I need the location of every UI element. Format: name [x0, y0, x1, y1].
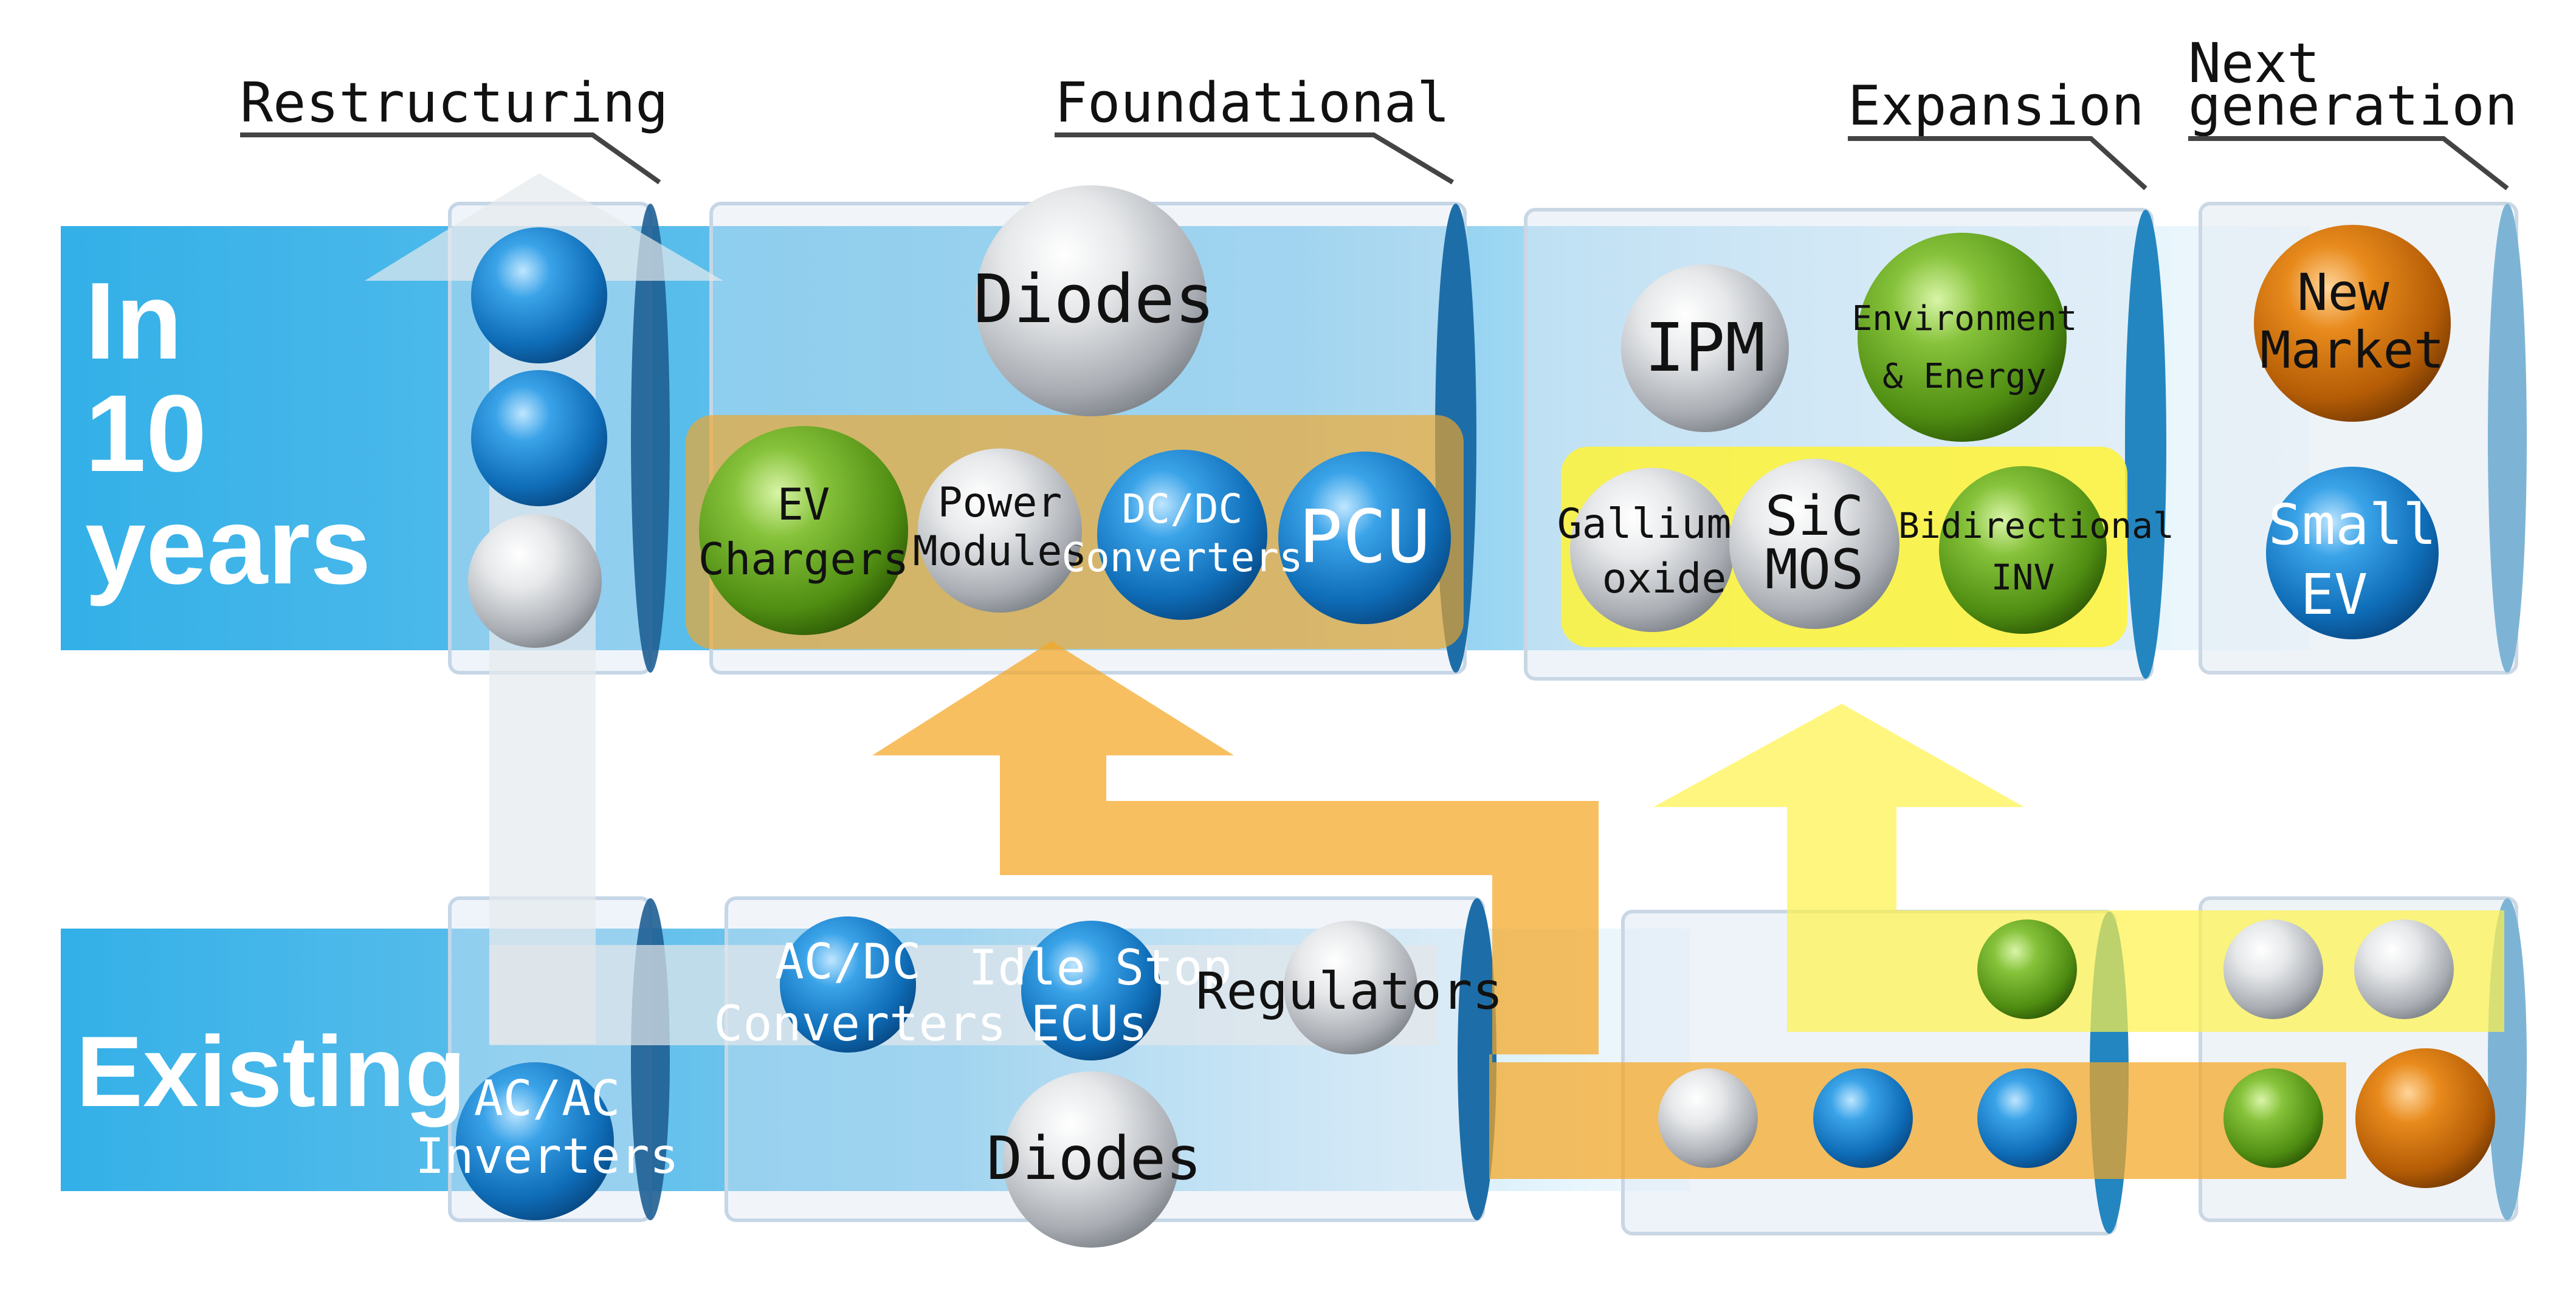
next-gen-silver-sphere-2: [2354, 919, 2454, 1019]
dcdc-converters-sphere: [1097, 450, 1267, 620]
ev-chargers-label-line-1: EV: [777, 479, 830, 530]
diodes-top-sphere: [976, 185, 1207, 416]
idle-stop-ecus-label-line-2: ECUs: [1031, 995, 1148, 1052]
next-gen-silver-sphere-1: [2223, 919, 2323, 1019]
power-modules-label-line-2: Modules: [913, 527, 1087, 575]
idle-stop-ecus-label-line-1: Idle Stop: [968, 940, 1231, 996]
sic-mos-sphere: [1729, 459, 1899, 629]
new-market-sphere: [2254, 225, 2451, 422]
next-gen-green-sphere: [2223, 1068, 2323, 1168]
bidirectional-inv-label-line-2: INV: [1991, 557, 2055, 598]
small-ev-label-line-2: EV: [2301, 562, 2368, 627]
expansion-flow-blue-sphere-2: [1977, 1068, 2077, 1168]
restructuring-flow-band: [489, 945, 1438, 1045]
ev-chargers-label-line-2: Chargers: [698, 534, 909, 585]
sic-mos-label-line-2: MOS: [1765, 538, 1864, 602]
gallium-oxide-label-line-1: Gallium: [1557, 500, 1732, 548]
gallium-oxide-label-line-2: oxide: [1602, 555, 1727, 603]
acdc-converters-label-line-1: AC/DC: [775, 933, 921, 990]
pcu-label: PCU: [1299, 495, 1431, 580]
row-label-future-line-1: In: [85, 260, 182, 382]
category-foundational: Foundational: [1055, 71, 1455, 185]
power-modules-sphere: [918, 448, 1082, 613]
power-modules-label-line-1: Power: [938, 479, 1062, 527]
environment-energy-sphere: [1858, 233, 2067, 442]
regulators-sphere: [1284, 921, 1417, 1054]
category-label-expansion: Expansion: [1848, 74, 2144, 138]
category-label-foundational: Foundational: [1055, 71, 1450, 135]
diodes-bottom-label: Diodes: [987, 1124, 1202, 1194]
ipm-label: IPM: [1645, 309, 1766, 387]
idle-stop-ecus-sphere: [1021, 921, 1161, 1060]
expansion-flow-blue-sphere-1: [1813, 1068, 1913, 1168]
dcdc-converters-label-line-2: Converters: [1061, 534, 1303, 581]
ipm-sphere: [1621, 264, 1789, 432]
category-expansion: Expansion: [1848, 74, 2147, 190]
small-ev-sphere: [2266, 467, 2439, 639]
foundational-orange-flow-arrow: [872, 641, 2346, 1179]
small-ev-label-line-1: Small: [2268, 492, 2437, 557]
gallium-oxide-sphere: [1570, 468, 1734, 632]
category-next-generation: Next generation: [2188, 32, 2518, 191]
expansion-flow-green-sphere: [1977, 919, 2077, 1019]
next-gen-orange-sphere: [2355, 1048, 2495, 1188]
restructuring-blue-sphere-1: [471, 227, 607, 363]
row-label-existing: Existing: [76, 1015, 466, 1127]
ev-chargers-sphere: [699, 426, 908, 635]
environment-energy-label-line-2: & Energy: [1882, 357, 2047, 396]
pcu-sphere: [1278, 452, 1451, 624]
diodes-bottom-sphere: [1003, 1071, 1179, 1248]
acac-inverters-label-line-1: AC/AC: [474, 1070, 621, 1127]
expansion-flow-silver-sphere: [1658, 1068, 1758, 1168]
category-label-next-generation-line-2: generation: [2188, 74, 2518, 138]
bidirectional-inv-sphere: [1939, 466, 2107, 634]
environment-energy-label-line-1: Environment: [1852, 299, 2078, 338]
diodes-top-label: Diodes: [973, 260, 1214, 338]
acac-inverters-sphere: [456, 1062, 614, 1220]
bidirectional-inv-label-line-1: Bidirectional: [1898, 505, 2174, 546]
new-market-label-line-1: New: [2297, 263, 2389, 322]
regulators-label: Regulators: [1196, 961, 1503, 1021]
new-market-label-line-2: Market: [2260, 320, 2444, 380]
restructuring-blue-sphere-2: [471, 370, 607, 506]
category-restructuring: Restructuring: [240, 71, 668, 185]
acac-inverters-label-line-2: Inverters: [415, 1128, 678, 1184]
category-label-next-generation-line-1: Next: [2188, 32, 2320, 95]
row-label-future-line-3: years: [85, 485, 371, 607]
restructuring-silver-sphere: [468, 514, 602, 648]
sic-mos-label-line-1: SiC: [1765, 484, 1864, 548]
category-label-restructuring: Restructuring: [240, 71, 668, 135]
acdc-converters-label-line-2: Converters: [714, 995, 1007, 1052]
dcdc-converters-label-line-1: DC/DC: [1122, 486, 1243, 532]
acdc-converters-sphere: [780, 916, 916, 1053]
row-label-future-line-2: 10: [85, 373, 207, 495]
